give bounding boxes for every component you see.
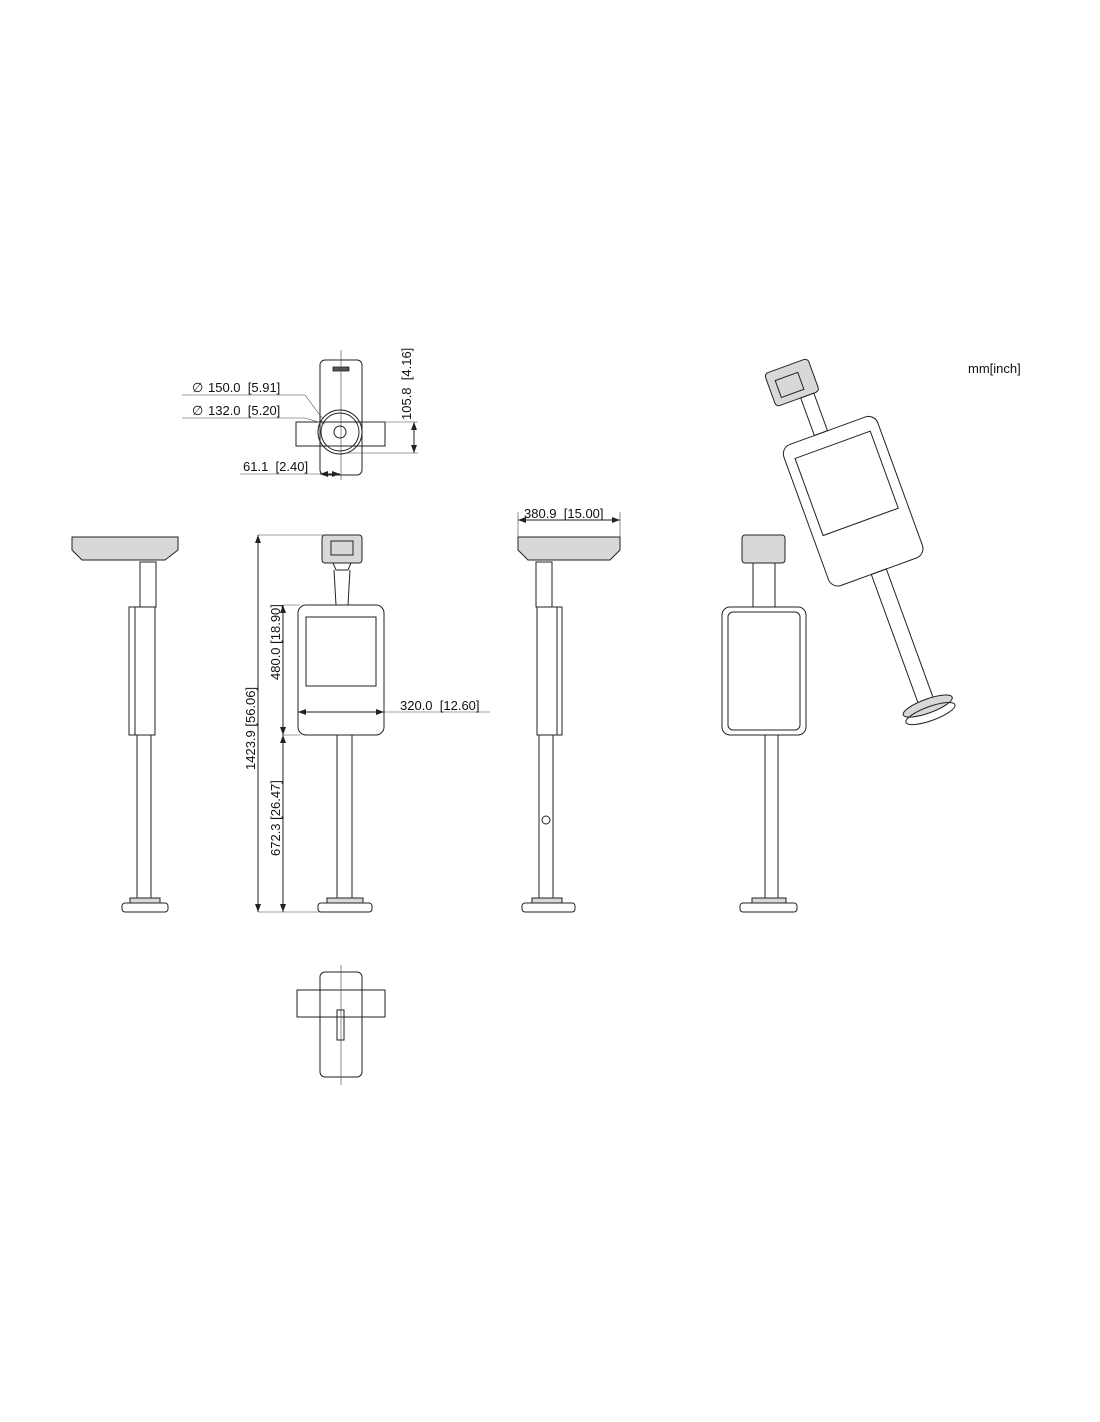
dim-height-105: 105.8 [4.16]: [399, 348, 414, 420]
left-side-view: [71, 536, 179, 913]
top-view: [182, 350, 418, 480]
dia-symbol: ∅: [192, 403, 203, 418]
bottom-view: [296, 965, 386, 1085]
dim-offset-61: 61.1 [2.40]: [243, 459, 308, 474]
dim-pole-height: 672.3 [26.47]: [268, 780, 283, 856]
dim-total-height: 1423.9 [56.06]: [243, 687, 258, 770]
dim-dia-132: 132.0 [5.20]: [208, 403, 280, 418]
back-view: [721, 534, 807, 913]
dia-symbol: ∅: [192, 380, 203, 395]
perspective-view: [764, 358, 956, 726]
dim-width-380: 380.9 [15.00]: [524, 506, 604, 521]
dim-panel-height: 480.0 [18.90]: [268, 604, 283, 680]
units-label: mm[inch]: [968, 361, 1021, 376]
right-side-view: [517, 512, 621, 913]
dim-panel-width: 320.0 [12.60]: [400, 698, 480, 713]
dim-dia-150: 150.0 [5.91]: [208, 380, 280, 395]
front-view: [255, 534, 490, 913]
